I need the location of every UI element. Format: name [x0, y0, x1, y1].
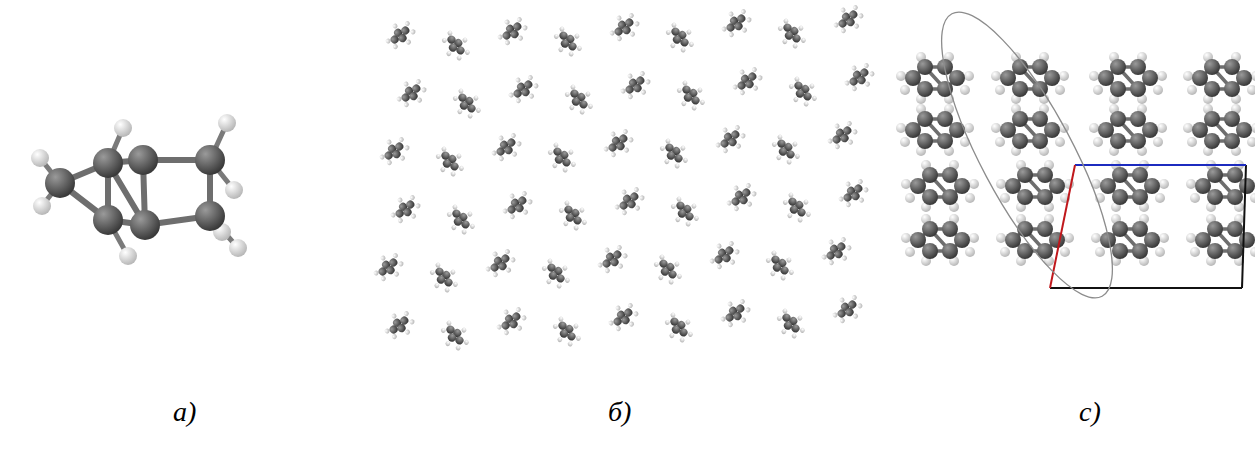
panel-label: б)	[608, 398, 631, 426]
highlight-ellipse	[911, 0, 1142, 318]
unit-cell	[1050, 165, 1246, 288]
crystal-projection	[896, 0, 1255, 318]
molecular-lattice	[368, 0, 879, 355]
panel-label: a)	[173, 398, 196, 426]
panel-label: c)	[1079, 398, 1101, 426]
single-molecule	[31, 114, 247, 265]
